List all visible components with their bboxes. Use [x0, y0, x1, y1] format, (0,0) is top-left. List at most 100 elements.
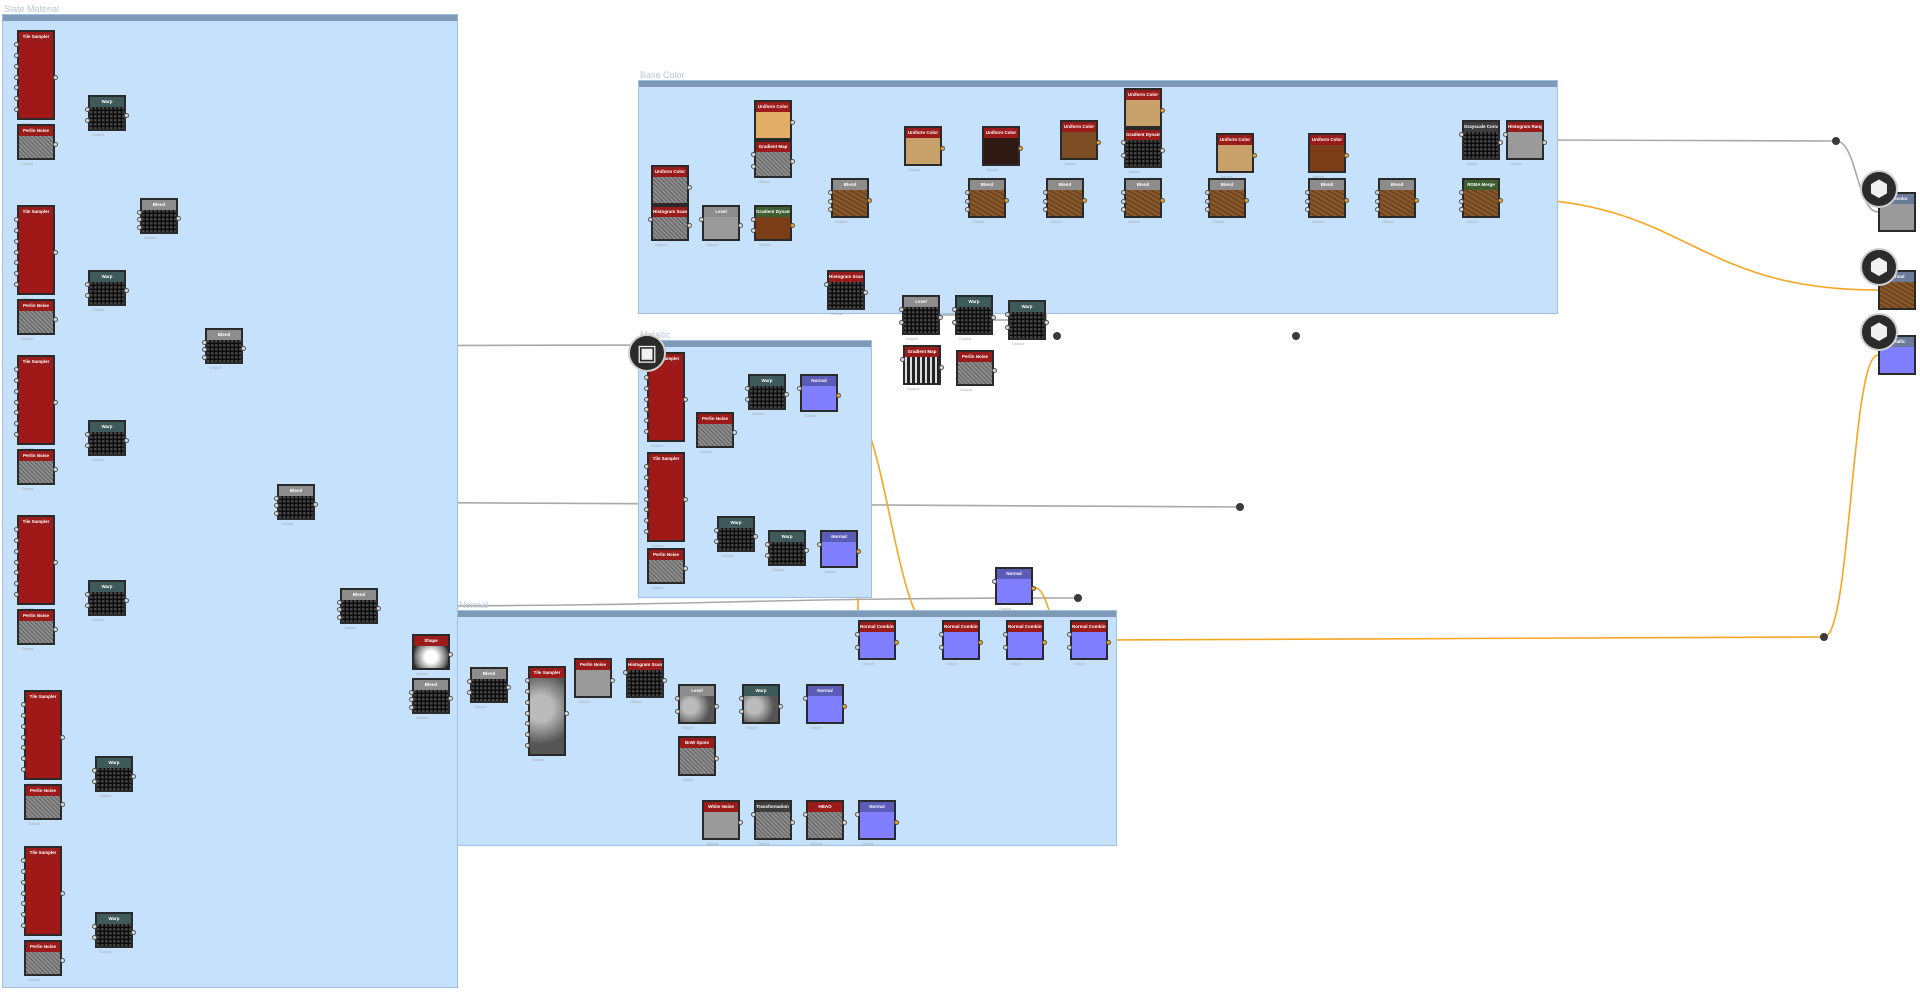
output-port[interactable] — [176, 216, 181, 221]
node-blend[interactable]: Blend — [1378, 178, 1416, 218]
input-port[interactable] — [745, 397, 750, 402]
input-port[interactable] — [14, 260, 19, 266]
node-normal[interactable]: Normal — [806, 684, 844, 724]
input-port[interactable] — [14, 377, 19, 383]
node-tile-sampler[interactable]: Tile Sampler — [24, 846, 62, 936]
input-port[interactable] — [92, 779, 97, 784]
input-port[interactable] — [644, 507, 649, 513]
input-port[interactable] — [1121, 198, 1126, 204]
input-port[interactable] — [1043, 198, 1048, 204]
output-port[interactable] — [842, 820, 847, 825]
node-histogram-scan[interactable]: Histogram Scan — [651, 205, 689, 241]
input-port[interactable] — [21, 868, 26, 874]
input-port[interactable] — [14, 548, 19, 554]
node-transformation-2d[interactable]: Transformation 2D — [754, 800, 792, 840]
input-port[interactable] — [765, 553, 770, 558]
node-grayscale-conversion[interactable]: Grayscale Conversion — [1462, 120, 1500, 160]
node-white-noise[interactable]: White Noise — [702, 800, 740, 840]
output-port[interactable] — [738, 820, 743, 825]
output-port[interactable] — [1044, 320, 1049, 325]
input-port[interactable] — [623, 670, 628, 675]
input-port[interactable] — [751, 217, 756, 222]
output-port[interactable] — [939, 365, 944, 370]
node-normal[interactable]: Normal — [820, 530, 858, 568]
reroute-dot[interactable] — [1053, 332, 1061, 340]
input-port[interactable] — [899, 320, 904, 325]
output-port[interactable] — [60, 891, 65, 896]
input-port[interactable] — [644, 485, 649, 491]
output-port[interactable] — [60, 802, 65, 807]
node-histogram-range[interactable]: Histogram Range — [1506, 120, 1544, 160]
input-port[interactable] — [751, 228, 756, 233]
input-port[interactable] — [14, 537, 19, 543]
input-port[interactable] — [644, 429, 649, 435]
input-port[interactable] — [21, 734, 26, 740]
node-uniform-color[interactable]: Uniform Color — [1060, 120, 1098, 160]
input-port[interactable] — [939, 632, 944, 637]
output-port[interactable] — [687, 223, 692, 228]
node-warp[interactable]: Warp — [88, 420, 126, 456]
output-port[interactable] — [991, 315, 996, 320]
input-port[interactable] — [85, 603, 90, 608]
input-port[interactable] — [525, 743, 530, 749]
input-port[interactable] — [1043, 207, 1048, 213]
output-port[interactable] — [1252, 153, 1257, 158]
output-port[interactable] — [732, 430, 737, 435]
node-normal[interactable]: Normal — [800, 374, 838, 412]
input-port[interactable] — [137, 217, 142, 223]
input-port[interactable] — [21, 879, 26, 885]
input-port[interactable] — [1205, 198, 1210, 204]
input-port[interactable] — [14, 249, 19, 255]
input-port[interactable] — [699, 217, 704, 222]
input-port[interactable] — [274, 503, 279, 509]
output-port[interactable] — [804, 548, 809, 553]
reroute-dot[interactable] — [1820, 633, 1828, 641]
input-port[interactable] — [1205, 190, 1210, 195]
node-perlin-noise[interactable]: Perlin Noise — [17, 124, 55, 160]
output-port[interactable] — [842, 704, 847, 709]
output-port[interactable] — [1160, 148, 1165, 153]
node-perlin-noise[interactable]: Perlin Noise — [17, 609, 55, 645]
input-port[interactable] — [965, 190, 970, 195]
input-port[interactable] — [824, 282, 829, 287]
input-port[interactable] — [21, 923, 26, 929]
output-port[interactable] — [53, 75, 58, 80]
node-tile-sampler[interactable]: Tile Sampler — [17, 30, 55, 120]
input-port[interactable] — [467, 690, 472, 695]
input-port[interactable] — [648, 217, 653, 222]
output-port[interactable] — [784, 392, 789, 397]
node-warp[interactable]: Warp — [95, 912, 133, 948]
input-port[interactable] — [745, 386, 750, 391]
output-port[interactable] — [978, 640, 983, 645]
input-port[interactable] — [14, 271, 19, 277]
node-warp[interactable]: Warp — [742, 684, 780, 724]
output-port[interactable] — [938, 315, 943, 320]
input-port[interactable] — [855, 812, 860, 817]
node-histogram-scan[interactable]: Histogram Scan — [626, 658, 664, 698]
input-port[interactable] — [337, 607, 342, 613]
output-port[interactable] — [687, 185, 692, 190]
output-port[interactable] — [124, 438, 129, 443]
node-blend[interactable]: Blend — [340, 588, 378, 624]
input-port[interactable] — [14, 399, 19, 405]
node-level[interactable]: Level — [678, 684, 716, 724]
input-port[interactable] — [675, 709, 680, 714]
output-port[interactable] — [1160, 198, 1165, 203]
input-port[interactable] — [14, 570, 19, 576]
input-port[interactable] — [644, 396, 649, 402]
input-port[interactable] — [644, 385, 649, 391]
input-port[interactable] — [21, 901, 26, 907]
node-blend[interactable]: Blend — [1208, 178, 1246, 218]
input-port[interactable] — [1003, 645, 1008, 650]
node-blend[interactable]: Blend — [831, 178, 869, 218]
input-port[interactable] — [14, 107, 19, 113]
output-port[interactable] — [1542, 140, 1547, 145]
node-tile-sampler[interactable]: Tile Sampler — [528, 666, 566, 756]
output-port[interactable] — [683, 397, 688, 402]
input-port[interactable] — [1205, 207, 1210, 213]
node-uniform-color[interactable]: Uniform Color — [904, 126, 942, 166]
node-uniform-color[interactable]: Uniform Color — [1308, 133, 1346, 173]
output-port[interactable] — [610, 678, 615, 683]
node-blend[interactable]: Blend — [1308, 178, 1346, 218]
node-warp[interactable]: Warp — [717, 516, 755, 552]
